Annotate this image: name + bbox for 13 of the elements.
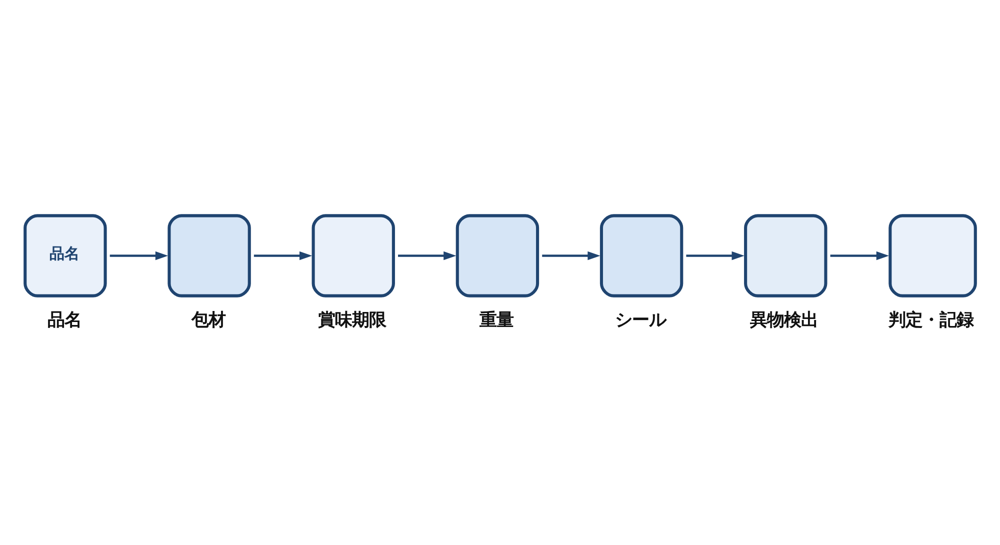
node-label: 異物検出 — [750, 310, 818, 330]
node-label: 賞味期限 — [318, 310, 386, 330]
arrow — [398, 250, 456, 260]
arrow — [110, 250, 168, 260]
node-label: 品名 — [47, 310, 82, 330]
node-label: シール — [615, 310, 666, 330]
arrow — [254, 250, 312, 260]
node-label: 判定・記録 — [888, 310, 974, 330]
arrow — [686, 250, 744, 260]
node-label: 包材 — [192, 310, 226, 330]
node-label: 重量 — [480, 310, 514, 330]
arrow — [542, 250, 600, 260]
arrow — [830, 250, 889, 260]
